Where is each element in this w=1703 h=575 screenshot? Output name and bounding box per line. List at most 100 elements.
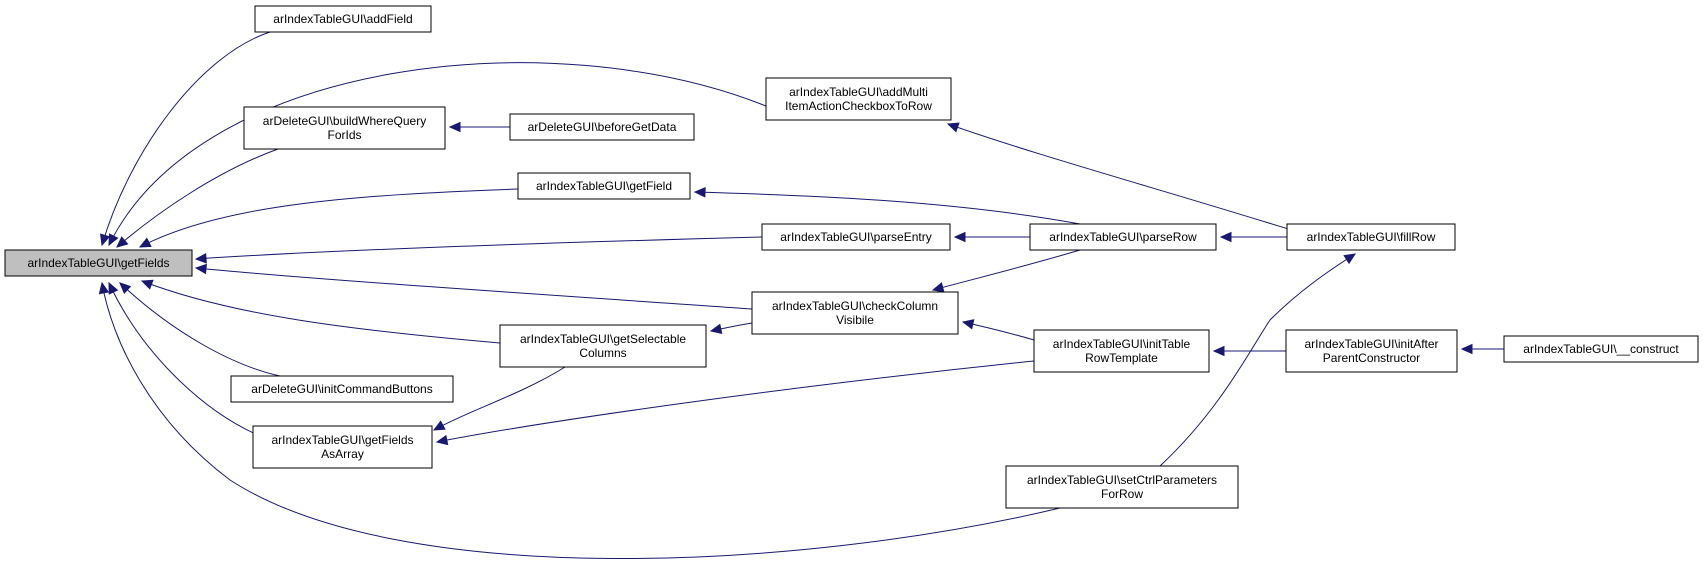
edge-line	[101, 31, 271, 246]
node-label: arIndexTableGUI\__construct	[1523, 342, 1679, 356]
node-box	[230, 375, 454, 403]
node-label: ItemActionCheckboxToRow	[785, 99, 932, 113]
node-parseEntry[interactable]: arIndexTableGUI\parseEntry	[761, 223, 951, 251]
edge-initCommand-to-getFields	[119, 282, 281, 377]
edge-initTable-to-getFieldsAsArray	[435, 360, 1035, 446]
edge-setCtrl-to-getFields	[98, 281, 1061, 559]
node-box	[243, 106, 446, 150]
edge-arrowhead	[1460, 343, 1473, 355]
edge-arrowhead	[931, 282, 945, 293]
node-parseRow[interactable]: arIndexTableGUI\parseRow	[1029, 223, 1217, 251]
edge-line	[139, 188, 519, 248]
node-label: arIndexTableGUI\parseRow	[1049, 230, 1197, 244]
edge-line	[141, 280, 501, 344]
edge-arrowhead	[432, 420, 446, 431]
edge-arrowhead	[119, 282, 132, 295]
node-label: arIndexTableGUI\getSelectable	[520, 332, 686, 346]
node-box	[1033, 329, 1210, 373]
edge-arrowhead	[435, 434, 449, 446]
node-getFields[interactable]: arIndexTableGUI\getFields	[4, 249, 193, 277]
edge-fillRow-to-parseRow	[1219, 231, 1287, 243]
node-label: arIndexTableGUI\fillRow	[1307, 230, 1436, 244]
edge-parseRow-to-parseEntry	[953, 231, 1030, 243]
edge-arrowhead	[116, 236, 129, 248]
edge-line	[195, 267, 753, 310]
node-construct[interactable]: arIndexTableGUI\__construct	[1503, 335, 1699, 363]
edge-arrowhead	[194, 253, 207, 264]
edge-arrowhead	[448, 121, 461, 133]
edge-arrowhead	[138, 237, 152, 248]
edge-getSelectable-to-getFieldsAsArray	[432, 366, 566, 431]
node-addField[interactable]: arIndexTableGUI\addField	[254, 5, 432, 33]
edge-setCtrl-to-fillRow	[1159, 253, 1357, 467]
edge-parseEntry-to-getFields	[194, 236, 763, 264]
edge-line	[108, 282, 261, 437]
node-initCommand[interactable]: arDeleteGUI\initCommandButtons	[230, 375, 454, 403]
node-addMulti[interactable]: arIndexTableGUI\addMultiItemActionCheckb…	[765, 77, 952, 121]
edge-arrowhead	[709, 323, 723, 334]
node-box	[751, 291, 959, 335]
edge-arrowhead	[108, 281, 119, 295]
edge-line	[116, 148, 279, 248]
node-box	[1503, 335, 1699, 363]
node-box	[509, 113, 695, 141]
node-label: arIndexTableGUI\initTable	[1053, 337, 1191, 351]
node-label: arDeleteGUI\buildWhereQuery	[263, 114, 426, 128]
node-label: arIndexTableGUI\getFields	[271, 433, 413, 447]
edge-arrowhead	[108, 233, 119, 247]
node-box	[4, 249, 193, 277]
node-label: arIndexTableGUI\parseEntry	[780, 230, 931, 244]
edge-line	[932, 249, 1081, 291]
edge-line	[101, 282, 1061, 559]
edge-arrowhead	[953, 231, 966, 243]
edge-parseRow-to-getField	[693, 187, 1081, 225]
node-label: arIndexTableGUI\addField	[273, 12, 412, 26]
node-label: Columns	[579, 346, 626, 360]
node-label: ParentConstructor	[1323, 351, 1420, 365]
node-label: arIndexTableGUI\getFields	[27, 256, 169, 270]
edge-parseRow-to-checkColumn	[931, 249, 1081, 293]
node-box	[499, 324, 707, 368]
edge-construct-to-initAfter	[1460, 343, 1504, 355]
edge-initAfter-to-initTable	[1212, 345, 1287, 357]
node-getField[interactable]: arIndexTableGUI\getField	[517, 172, 691, 200]
node-box	[765, 77, 952, 121]
node-label: arDeleteGUI\initCommandButtons	[251, 382, 432, 396]
edge-getFieldsAsArray-to-getFields	[108, 281, 261, 437]
edge-arrowhead	[1219, 231, 1232, 243]
node-box	[1005, 465, 1239, 509]
edge-line	[119, 282, 281, 377]
node-box	[1285, 329, 1458, 373]
edge-line	[694, 191, 1081, 225]
edges	[98, 31, 1504, 559]
node-label: Visibile	[836, 313, 874, 327]
edge-arrowhead	[1343, 253, 1357, 265]
edge-line	[436, 360, 1035, 443]
node-label: arIndexTableGUI\checkColumn	[772, 299, 938, 313]
edge-buildWhere-to-getFields	[116, 148, 279, 248]
edge-line	[433, 366, 566, 431]
node-beforeGetData[interactable]: arDeleteGUI\beforeGetData	[509, 113, 695, 141]
node-initAfter[interactable]: arIndexTableGUI\initAfterParentConstruct…	[1285, 329, 1458, 373]
edge-initTable-to-checkColumn	[961, 319, 1035, 341]
edge-arrowhead	[194, 263, 207, 275]
node-box	[1286, 223, 1456, 251]
nodes: arIndexTableGUI\getFieldsarIndexTableGUI…	[4, 5, 1699, 509]
node-label: ForIds	[327, 128, 361, 142]
node-label: arIndexTableGUI\getField	[536, 179, 672, 193]
edge-line	[962, 321, 1035, 341]
node-box	[252, 425, 433, 469]
node-fillRow[interactable]: arIndexTableGUI\fillRow	[1286, 223, 1456, 251]
edge-addField-to-getFields	[100, 31, 271, 247]
node-box	[517, 172, 691, 200]
edge-arrowhead	[100, 233, 111, 247]
edge-arrowhead	[98, 281, 110, 295]
node-label: arDeleteGUI\beforeGetData	[528, 120, 677, 134]
